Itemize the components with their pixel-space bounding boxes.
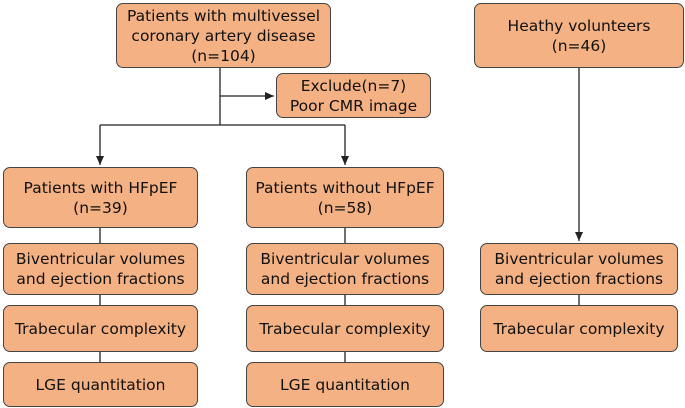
node-no-hfpef-volumes: Biventricular volumes and ejection fract… <box>246 243 444 295</box>
node-healthy-volumes: Biventricular volumes and ejection fract… <box>480 243 678 295</box>
node-healthy-volunteers: Heathy volunteers (n=46) <box>474 3 684 68</box>
node-no-hfpef: Patients without HFpEF (n=58) <box>246 167 444 228</box>
node-hfpef-trabecular: Trabecular complexity <box>3 305 198 352</box>
node-hfpef-lge: LGE quantitation <box>3 362 198 407</box>
node-healthy-trabecular: Trabecular complexity <box>480 305 678 352</box>
node-no-hfpef-lge: LGE quantitation <box>246 362 444 407</box>
node-hfpef-volumes: Biventricular volumes and ejection fract… <box>3 243 198 295</box>
node-exclude: Exclude(n=7) Poor CMR image <box>276 73 431 118</box>
node-patients-multivessel: Patients with multivessel coronary arter… <box>116 3 331 68</box>
node-hfpef: Patients with HFpEF (n=39) <box>3 167 198 228</box>
node-no-hfpef-trabecular: Trabecular complexity <box>246 305 444 352</box>
